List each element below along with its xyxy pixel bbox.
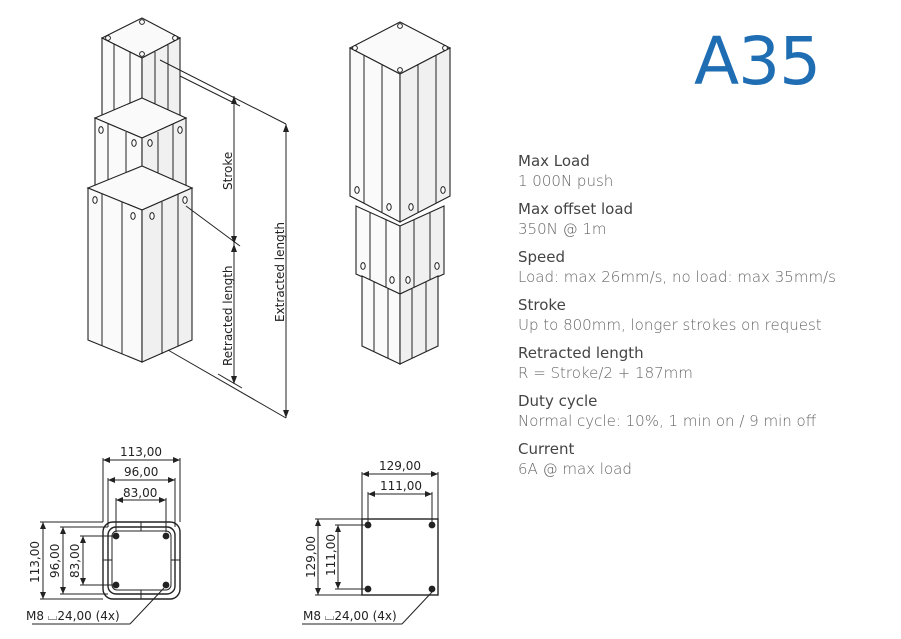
spec-value: 6A @ max load [518, 460, 632, 478]
spec-value: Load: max 26mm/s, no load: max 35mm/s [518, 268, 836, 286]
spec-title: Duty cycle [518, 392, 598, 410]
spec-item-stroke: Stroke Up to 800mm, longer strokes on re… [518, 296, 888, 335]
stroke-dimension-label: Stroke [221, 152, 235, 190]
top-thread-note: M8 ⌴24,00 (4x) [303, 609, 397, 623]
base-height-mid-dim: 96,00 [48, 544, 62, 578]
extended-column-isometric: Stroke Retracted length Extracted length [86, 17, 289, 419]
top-plate-plan-view: 129,00 111,00 129,00 111,00 M8 ⌴24,00 (4… [302, 459, 439, 625]
base-plate-plan-view: 113,00 96,00 83,00 113,00 96,00 83,00 [26, 445, 181, 625]
spec-list: Max Load 1 000N push Max offset load 350… [518, 152, 888, 488]
base-height-inner-dim: 83,00 [68, 544, 82, 578]
spec-title: Max offset load [518, 200, 634, 218]
spec-item-max-offset-load: Max offset load 350N @ 1m [518, 200, 888, 239]
retracted-length-dimension-label: Retracted length [221, 265, 235, 366]
spec-value: 1 000N push [518, 172, 614, 190]
top-height-inner-dim: 111,00 [324, 534, 338, 576]
spec-value: Up to 800mm, longer strokes on request [518, 316, 822, 334]
spec-item-current: Current 6A @ max load [518, 440, 888, 479]
spec-item-speed: Speed Load: max 26mm/s, no load: max 35m… [518, 248, 888, 287]
base-width-outer-dim: 113,00 [120, 445, 162, 459]
spec-value: Normal cycle: 10%, 1 min on / 9 min off [518, 412, 817, 430]
spec-title: Speed [518, 248, 566, 266]
spec-title: Current [518, 440, 575, 458]
retracted-column-isometric [348, 21, 452, 365]
base-width-inner-dim: 83,00 [123, 486, 157, 500]
spec-item-duty-cycle: Duty cycle Normal cycle: 10%, 1 min on /… [518, 392, 888, 431]
spec-item-max-load: Max Load 1 000N push [518, 152, 888, 191]
extracted-length-dimension-label: Extracted length [273, 222, 287, 322]
spec-value: 350N @ 1m [518, 220, 607, 238]
base-width-mid-dim: 96,00 [124, 465, 158, 479]
spec-title: Max Load [518, 152, 590, 170]
model-title: A35 [694, 23, 821, 100]
spec-title: Stroke [518, 296, 566, 314]
top-width-outer-dim: 129,00 [379, 459, 421, 473]
top-height-outer-dim: 129,00 [304, 536, 318, 578]
base-height-outer-dim: 113,00 [28, 541, 42, 583]
base-thread-note: M8 ⌴24,00 (4x) [26, 609, 120, 623]
spec-item-retracted-length: Retracted length R = Stroke/2 + 187mm [518, 344, 888, 383]
spec-value: R = Stroke/2 + 187mm [518, 364, 693, 382]
spec-title: Retracted length [518, 344, 644, 362]
top-width-inner-dim: 111,00 [380, 479, 422, 493]
